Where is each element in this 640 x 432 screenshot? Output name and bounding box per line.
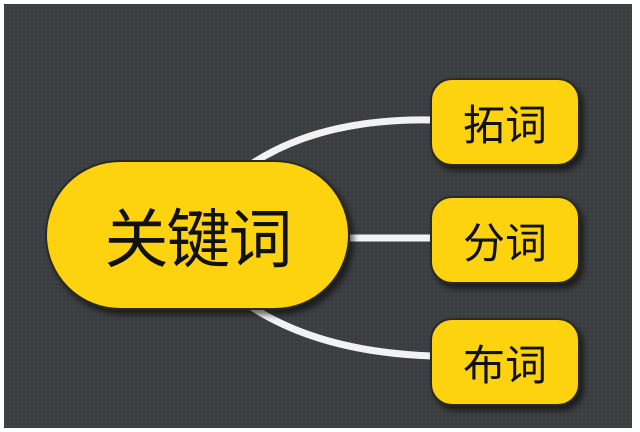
child-node-fenci: 分词: [430, 196, 580, 284]
child-node-tuoci: 拓词: [430, 78, 580, 166]
child-node-buci: 布词: [430, 318, 580, 406]
link-to-tuoci: [248, 116, 433, 168]
link-to-buci: [248, 303, 433, 360]
root-node-keyword: 关键词: [45, 160, 350, 310]
